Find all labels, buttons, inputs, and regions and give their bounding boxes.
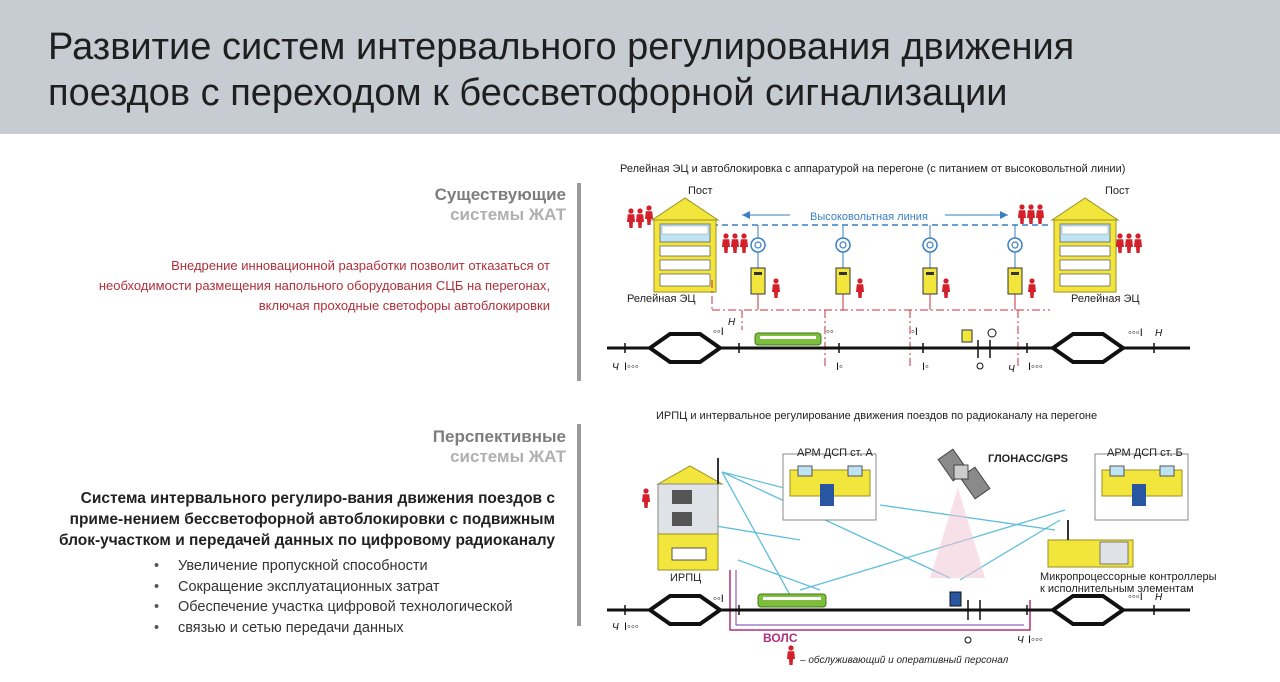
perspective-desc-line-2: приме-нением бессветофорной автоблокиров… xyxy=(69,511,555,528)
signal-glyph: I◦ xyxy=(922,361,929,373)
benefit-item: Сокращение эксплуатационных затрат xyxy=(150,577,570,598)
title-line-2: поездов с переходом к бессветофорной сиг… xyxy=(48,72,1008,114)
existing-note-line-3: включая проходные светофоры автоблокиров… xyxy=(258,298,550,313)
signal-glyph: I◦◦◦ xyxy=(1028,361,1043,373)
existing-label-line-1: Существующие xyxy=(434,185,566,204)
personnel-icon xyxy=(1028,278,1036,298)
signal-glyph: ◦◦ xyxy=(826,326,834,338)
personnel-icon xyxy=(856,278,864,298)
track-ch-label: Ч xyxy=(1008,364,1015,375)
personnel-icon xyxy=(731,233,739,253)
vols-label: ВОЛС xyxy=(763,631,798,645)
transformer-icon xyxy=(922,237,938,253)
track-n-label: Н xyxy=(728,317,736,328)
page-title: Развитие систем интервального регулирова… xyxy=(48,24,1258,116)
personnel-icon xyxy=(740,233,748,253)
track-ch-label: Ч xyxy=(612,362,619,373)
existing-systems-label: Существующие системы ЖАТ xyxy=(435,185,566,225)
arm-b-label: АРМ ДСП ст. Б xyxy=(1107,447,1183,459)
personnel-icon xyxy=(1134,233,1142,253)
signal-glyph: I◦ xyxy=(836,361,843,373)
personnel-icon xyxy=(722,233,730,253)
track-ch-label: Ч xyxy=(1017,635,1024,646)
switch-right-icon xyxy=(1051,594,1125,626)
benefit-item: Обеспечение участка цифровой технологиче… xyxy=(150,597,570,618)
perspective-systems-label: Перспективные системы ЖАТ xyxy=(433,427,566,467)
irpc-building xyxy=(656,458,724,571)
post-left-label: Пост xyxy=(688,185,713,197)
relay-left-label: Релейная ЭЦ xyxy=(627,293,696,305)
switch-left-icon xyxy=(648,332,722,364)
controllers-label-2: к исполнительным элементам xyxy=(1040,583,1194,595)
personnel-icon xyxy=(627,208,635,228)
transformer-icon xyxy=(750,237,766,253)
existing-note-line-2: необходимости размещения напольного обор… xyxy=(98,278,550,293)
relay-box-icon xyxy=(835,267,851,295)
title-line-1: Развитие систем интервального регулирова… xyxy=(48,26,1075,68)
existing-diagram: Высоковольтная линия Пост Релейная ЭЦ По… xyxy=(607,185,1190,375)
existing-divider xyxy=(577,183,581,381)
irpc-label: ИРПЦ xyxy=(670,572,701,584)
relay-box-icon xyxy=(1007,267,1023,295)
personnel-icon xyxy=(642,488,650,508)
hv-line-label: Высоковольтная линия xyxy=(810,211,928,223)
personnel-icon xyxy=(636,208,644,228)
personnel-icon xyxy=(1027,204,1035,224)
relay-box-icon xyxy=(922,267,938,295)
personnel-icon xyxy=(1125,233,1133,253)
legend-person-icon xyxy=(787,645,795,665)
signal-glyph: I◦◦◦ xyxy=(624,621,639,633)
perspective-diagram: ГЛОНАСС/GPS ИРПЦ АРМ ДСП ст. А АРМ ДСП с… xyxy=(607,447,1217,666)
perspective-label-line-2: системы ЖАТ xyxy=(450,447,566,466)
perspective-label-line-1: Перспективные xyxy=(432,427,566,446)
controllers-label-1: Микропроцессорные контроллеры xyxy=(1040,571,1217,583)
existing-diagram-caption: Релейная ЭЦ и автоблокировка с аппаратур… xyxy=(620,163,1126,175)
existing-label-line-2: системы ЖАТ xyxy=(450,205,566,224)
personnel-icon xyxy=(772,278,780,298)
perspective-desc-line-1: Система интервального регулиро-вания дви… xyxy=(80,490,555,507)
relay-box-icon xyxy=(750,267,766,295)
benefits-list: Увеличение пропускной способности Сокращ… xyxy=(150,556,570,638)
switch-left-icon xyxy=(648,594,722,626)
personnel-icon xyxy=(942,278,950,298)
track-n-label: Н xyxy=(1155,328,1163,339)
post-right-building xyxy=(1051,197,1119,293)
existing-note: Внедрение инновационной разработки позво… xyxy=(0,256,550,316)
post-left-building xyxy=(651,197,719,293)
perspective-diagram-caption: ИРПЦ и интервальное регулирование движен… xyxy=(656,410,1098,422)
signal-glyph: ◦◦◦I xyxy=(1128,591,1143,603)
track-n-label: Н xyxy=(1155,592,1163,603)
personnel-icon xyxy=(1018,204,1026,224)
personnel-icon xyxy=(1036,204,1044,224)
title-banner: Развитие систем интервального регулирова… xyxy=(0,0,1280,134)
track-ch-label: Ч xyxy=(612,622,619,633)
signal-glyph: ◦◦I xyxy=(713,593,724,605)
transformer-icon xyxy=(835,237,851,253)
perspective-divider xyxy=(577,424,581,626)
arm-a-label: АРМ ДСП ст. А xyxy=(797,447,874,459)
personnel-icon xyxy=(1116,233,1124,253)
transformer-icon xyxy=(1007,237,1023,253)
benefit-item: Увеличение пропускной способности xyxy=(150,556,570,577)
legend-label: – обслуживающий и оперативный персонал xyxy=(799,654,1009,666)
perspective-desc-line-3: блок-участком и передачей данных по цифр… xyxy=(58,532,555,549)
satellite-icon xyxy=(937,448,991,500)
personnel-icon xyxy=(645,205,653,225)
signal-glyph: I◦◦◦ xyxy=(624,361,639,373)
perspective-description: Система интервального регулиро-вания дви… xyxy=(40,488,555,551)
benefit-item-continued: связью и сетью передачи данных xyxy=(150,618,570,639)
signal-glyph: ◦◦I xyxy=(713,326,724,338)
post-right-label: Пост xyxy=(1105,185,1130,197)
switch-right-icon xyxy=(1051,332,1125,364)
glonass-label: ГЛОНАСС/GPS xyxy=(988,453,1068,465)
existing-note-line-1: Внедрение инновационной разработки позво… xyxy=(171,258,550,273)
signal-glyph: ◦I xyxy=(911,326,918,338)
relay-right-label: Релейная ЭЦ xyxy=(1071,293,1140,305)
signal-glyph: I◦◦◦ xyxy=(1028,634,1043,646)
signal-glyph: ◦◦◦I xyxy=(1128,327,1143,339)
